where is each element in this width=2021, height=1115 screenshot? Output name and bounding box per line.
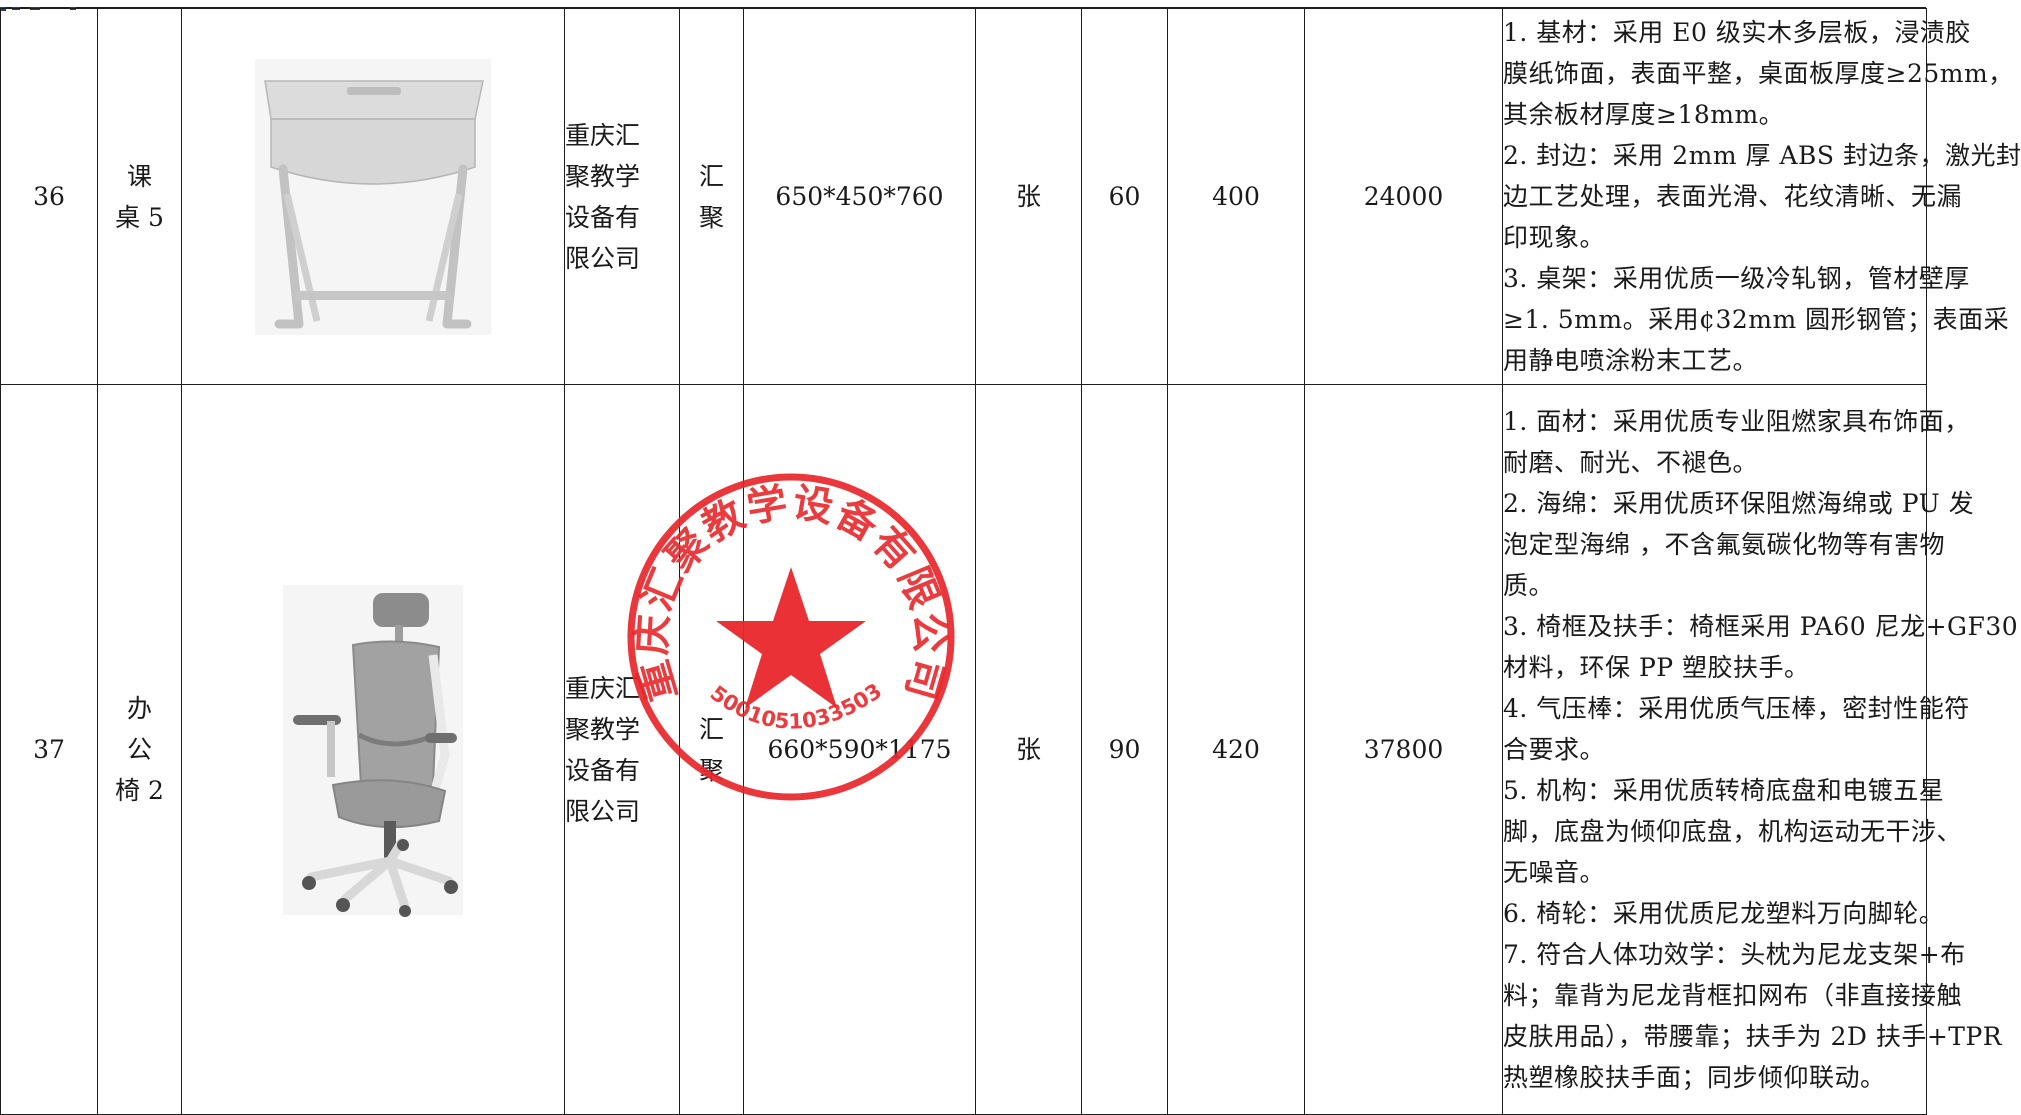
- total-price: 37800: [1304, 384, 1503, 1115]
- table-row: 37 办 公 椅 2: [0, 384, 2019, 1115]
- manufacturer-line: 重庆汇: [565, 673, 641, 703]
- desc-line: 印现象。: [1503, 223, 1606, 252]
- unit-price: 400: [1167, 8, 1305, 385]
- product-image: [181, 384, 565, 1115]
- description: 1. 基材：采用 E0 级实木多层板，浸渍胶 膜纸饰面，表面平整，桌面板厚度≥2…: [1502, 8, 2021, 385]
- office-chair-icon: [283, 584, 463, 917]
- desc-line: 其余板材厚度≥18mm。: [1503, 100, 1785, 129]
- desc-line: 3. 椅框及扶手：椅框采用 PA60 尼龙+GF30: [1503, 612, 2019, 641]
- manufacturer-line: 聚教学: [565, 714, 641, 744]
- desc-line: 4. 气压棒：采用优质气压棒，密封性能符: [1503, 694, 1970, 723]
- item-number: 36: [0, 8, 98, 385]
- desc-line: 1. 基材：采用 E0 级实木多层板，浸渍胶: [1503, 18, 1971, 47]
- name-line: 椅 2: [115, 776, 164, 805]
- product-image: [181, 8, 565, 385]
- brand-line: 聚: [698, 202, 724, 232]
- desc-line: 6. 椅轮：采用优质尼龙塑料万向脚轮。: [1503, 899, 1945, 928]
- brand: 汇 聚: [679, 384, 744, 1115]
- brand-line: 汇: [698, 161, 724, 191]
- manufacturer-line: 限公司: [565, 243, 641, 273]
- desc-line: 膜纸饰面，表面平整，桌面板厚度≥25mm，: [1503, 59, 2014, 88]
- desc-line: 泡定型海绵 ，不含氟氨碳化物等有害物: [1503, 530, 1945, 559]
- table-row: 36 课 桌 5 重庆汇 聚教学 设备有 限公司 汇: [0, 8, 2021, 385]
- total-price: 24000: [1304, 8, 1503, 385]
- desc-line: 2. 海绵：采用优质环保阻燃海绵或 PU 发: [1503, 489, 1975, 518]
- brand: 汇 聚: [679, 8, 744, 385]
- item-number: 37: [0, 384, 98, 1115]
- unit: 张: [975, 8, 1082, 385]
- desc-line: 皮肤用品），带腰靠；扶手为 2D 扶手+TPR: [1503, 1022, 2003, 1051]
- item-name: 办 公 椅 2: [97, 384, 182, 1115]
- description: 1. 面材：采用优质专业阻燃家具布饰面， 耐磨、耐光、不褪色。 2. 海绵：采用…: [1502, 384, 2019, 1115]
- brand-line: 汇: [698, 714, 724, 744]
- item-name: 课 桌 5: [97, 8, 182, 385]
- product-spec-table: 36 课 桌 5 重庆汇 聚教学 设备有 限公司 汇: [0, 8, 2021, 1115]
- desc-line: ≥1. 5mm。采用¢32mm 圆形钢管；表面采: [1503, 305, 2010, 334]
- manufacturer-line: 设备有: [565, 202, 641, 232]
- manufacturer-line: 重庆汇: [565, 120, 641, 150]
- manufacturer-line: 聚教学: [565, 161, 641, 191]
- dimensions: 650*450*760: [743, 8, 976, 385]
- quantity: 60: [1081, 8, 1168, 385]
- school-desk-icon: [255, 58, 491, 335]
- desc-line: 7. 符合人体功效学：头枕为尼龙支架+布: [1503, 940, 1966, 969]
- desc-line: 耐磨、耐光、不褪色。: [1503, 448, 1759, 477]
- desc-line: 5. 机构：采用优质转椅底盘和电镀五星: [1503, 776, 1945, 805]
- page-top-strip: [0, 0, 1926, 11]
- desc-line: 材料，环保 PP 塑胶扶手。: [1503, 653, 1810, 682]
- desc-line: 合要求。: [1503, 735, 1606, 764]
- desc-line: 脚，底盘为倾仰底盘，机构运动无干涉、: [1503, 817, 1963, 846]
- desc-line: 无噪音。: [1503, 858, 1606, 887]
- manufacturer: 重庆汇 聚教学 设备有 限公司: [564, 8, 680, 385]
- desc-line: 3. 桌架：采用优质一级冷轧钢，管材壁厚: [1503, 264, 1970, 293]
- quantity: 90: [1081, 384, 1168, 1115]
- name-line: 桌 5: [115, 202, 164, 232]
- name-line: 课: [126, 161, 152, 191]
- manufacturer: 重庆汇 聚教学 设备有 限公司: [564, 384, 680, 1115]
- unit-price: 420: [1167, 384, 1305, 1115]
- desc-line: 质。: [1503, 571, 1555, 600]
- name-line: 办: [126, 694, 152, 723]
- unit: 张: [975, 384, 1082, 1115]
- name-line: 公: [126, 735, 152, 764]
- desc-line: 用静电喷涂粉末工艺。: [1503, 346, 1759, 375]
- manufacturer-line: 设备有: [565, 755, 641, 785]
- desc-line: 边工艺处理，表面光滑、花纹清晰、无漏: [1503, 182, 1963, 211]
- desc-line: 热塑橡胶扶手面；同步倾仰联动。: [1503, 1063, 1886, 1092]
- desc-line: 料；靠背为尼龙背框扣网布（非直接接触: [1503, 981, 1963, 1010]
- dimensions: 660*590*1175: [743, 384, 976, 1115]
- desc-line: 2. 封边：采用 2mm 厚 ABS 封边条，激光封: [1503, 141, 2021, 170]
- desc-line: 1. 面材：采用优质专业阻燃家具布饰面，: [1503, 407, 1970, 436]
- brand-line: 聚: [698, 755, 724, 785]
- manufacturer-line: 限公司: [565, 796, 641, 826]
